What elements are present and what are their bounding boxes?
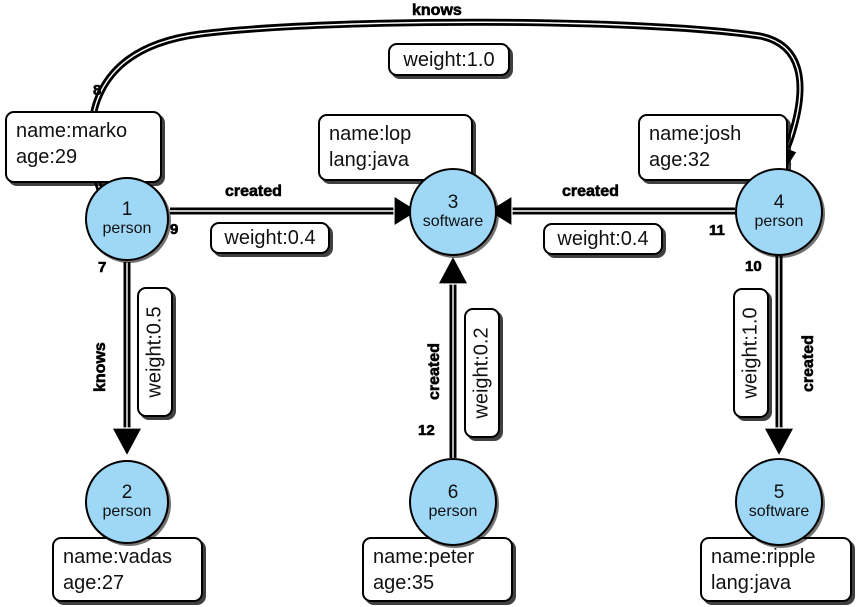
edge-7-id: 7 <box>98 259 107 277</box>
edge-7-weight: weight:0.5 <box>144 306 167 398</box>
edge-8-weight: weight:1.0 <box>403 48 495 71</box>
edge-10-weight-box: weight:1.0 <box>733 288 769 418</box>
property-box-vadas: name:vadas age:27 <box>52 537 203 602</box>
edge-10-arrow <box>762 427 796 458</box>
edge-11-weight: weight:0.4 <box>557 228 649 250</box>
prop-line: name:marko <box>16 120 128 142</box>
prop-line: age:27 <box>63 572 125 594</box>
edge-7-arrow <box>110 427 144 458</box>
edge-9-id: 9 <box>170 221 179 239</box>
edge-12-weight-box: weight:0.2 <box>464 308 500 438</box>
vertex-3-label: software <box>422 213 484 230</box>
edge-9-weight-box: weight:0.4 <box>210 222 330 254</box>
vertex-4-label: person <box>754 213 804 230</box>
property-box-peter: name:peter age:35 <box>362 537 513 602</box>
edge-9-arrow <box>393 194 420 228</box>
edge-12-label: created <box>426 343 444 401</box>
vertex-4[interactable]: 4 person <box>735 168 823 256</box>
edge-11-label: created <box>562 183 620 201</box>
prop-line: lang:java <box>329 149 410 171</box>
edge-12-arrow <box>436 254 470 285</box>
vertex-1[interactable]: 1 person <box>85 177 169 261</box>
vertex-3[interactable]: 3 software <box>409 168 497 256</box>
vertex-4-id: 4 <box>773 192 785 213</box>
prop-line: name:josh <box>649 123 742 145</box>
edge-12-weight: weight:0.2 <box>471 327 494 419</box>
edge-9-weight: weight:0.4 <box>224 227 316 249</box>
vertex-6-label: person <box>428 503 478 520</box>
prop-line: name:ripple <box>711 546 816 568</box>
prop-line: name:lop <box>329 123 412 145</box>
vertex-1-id: 1 <box>121 199 133 220</box>
edge-9-label: created <box>225 183 283 201</box>
vertex-2-label: person <box>102 503 152 520</box>
edge-10-label: created <box>800 335 818 393</box>
property-box-marko: name:marko age:29 <box>5 111 162 183</box>
prop-line: age:29 <box>16 146 78 168</box>
prop-line: age:35 <box>373 572 435 594</box>
prop-line: name:vadas <box>63 546 172 568</box>
edge-8-label: knows <box>412 2 462 20</box>
property-box-lop: name:lop lang:java <box>318 114 473 181</box>
edge-11-weight-box: weight:0.4 <box>543 223 663 255</box>
prop-line: lang:java <box>711 572 792 594</box>
edge-11-arrow <box>486 194 513 228</box>
property-box-ripple: name:ripple lang:java <box>700 537 852 602</box>
edge-7-weight-box: weight:0.5 <box>137 287 173 417</box>
vertex-5-id: 5 <box>773 482 785 503</box>
vertex-2-id: 2 <box>121 482 133 503</box>
vertex-1-label: person <box>102 220 152 237</box>
edge-12-id: 12 <box>418 422 435 440</box>
vertex-6[interactable]: 6 person <box>409 458 497 546</box>
prop-line: age:32 <box>649 149 711 171</box>
vertex-3-id: 3 <box>447 192 459 213</box>
vertex-5-label: software <box>748 503 810 520</box>
vertex-6-id: 6 <box>447 482 459 503</box>
edge-11-id: 11 <box>709 222 725 240</box>
edge-7-label: knows <box>92 342 110 392</box>
edge-10-weight: weight:1.0 <box>740 307 763 399</box>
vertex-5[interactable]: 5 software <box>735 458 823 546</box>
edge-8-highlight <box>90 21 801 191</box>
edge-8-id: 8 <box>93 82 102 100</box>
vertex-2[interactable]: 2 person <box>85 460 169 544</box>
edge-10-id: 10 <box>745 258 762 276</box>
edge-8-weight-box: weight:1.0 <box>388 43 510 76</box>
prop-line: name:peter <box>373 546 475 568</box>
